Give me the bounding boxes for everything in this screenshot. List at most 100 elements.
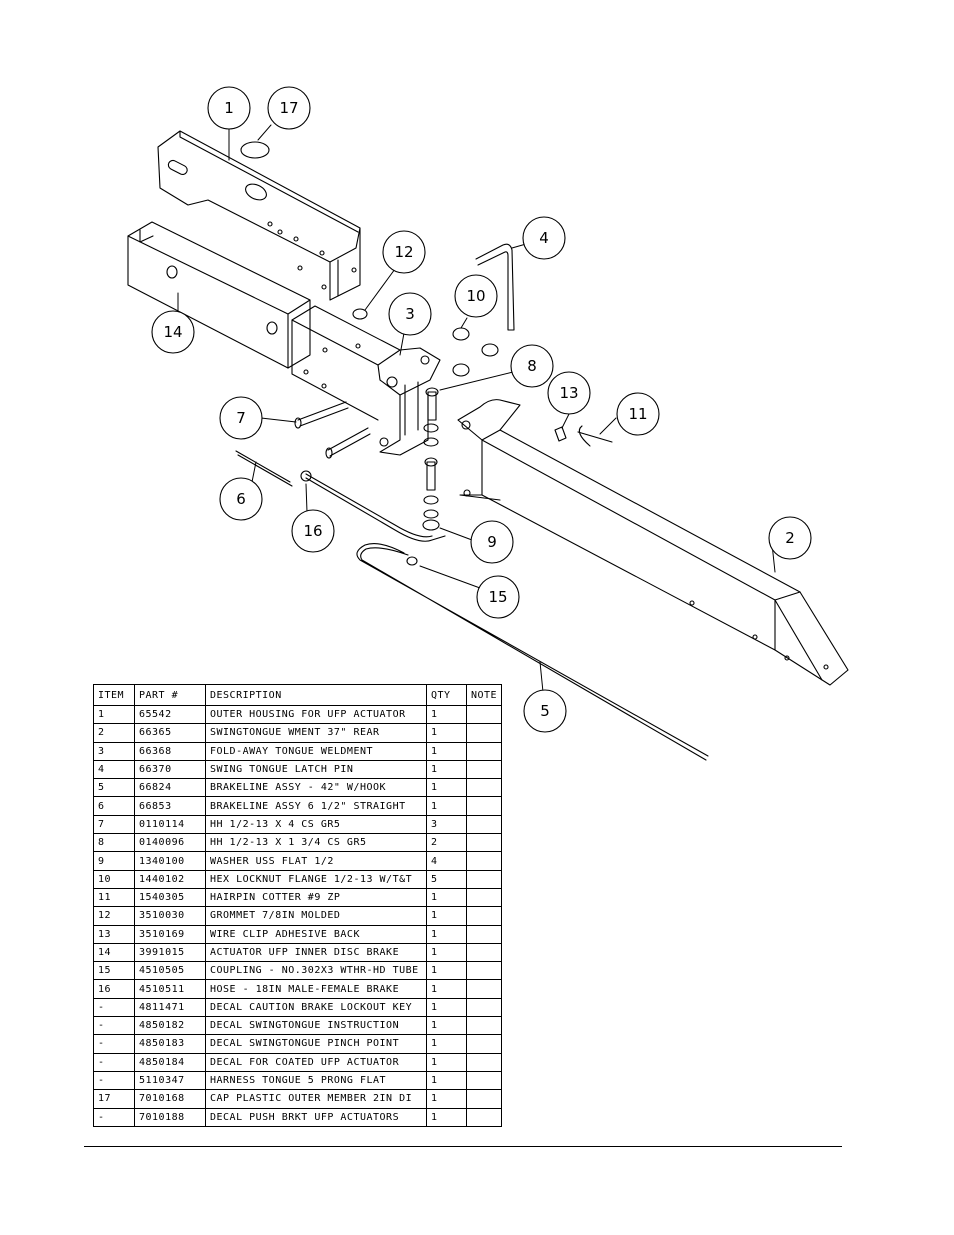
cell-item: 5	[93, 778, 135, 798]
cell-part: 4510511	[134, 979, 206, 999]
header-qty: QTY	[426, 684, 467, 706]
cell-note	[465, 1070, 503, 1091]
cell-note	[465, 1107, 503, 1127]
callout-item-13: 13	[547, 371, 591, 415]
outer-housing-part	[157, 130, 361, 301]
cell-description: CAP PLASTIC OUTER MEMBER 2IN DI	[205, 1089, 427, 1109]
cell-note	[465, 979, 503, 999]
svg-text:6: 6	[236, 490, 246, 508]
cell-note	[465, 997, 503, 1018]
cell-qty: 1	[426, 924, 467, 944]
callout-item-15: 15	[476, 575, 520, 619]
cell-item: -	[93, 1034, 135, 1054]
cell-item: 7	[93, 814, 135, 835]
hairpin-cotter-part	[577, 425, 613, 447]
bolt-washer-stack	[422, 387, 440, 531]
brakeline-with-hook-part	[356, 543, 709, 761]
cell-item: 13	[93, 924, 135, 944]
cell-note	[465, 814, 503, 835]
callout-item-11: 11	[616, 392, 660, 436]
header-part: PART #	[134, 684, 206, 706]
cell-description: ACTUATOR UFP INNER DISC BRAKE	[205, 942, 427, 963]
cell-qty: 1	[426, 741, 467, 761]
svg-text:9: 9	[487, 533, 497, 551]
svg-text:8: 8	[527, 357, 537, 375]
cell-part: 5110347	[134, 1070, 206, 1091]
cell-qty: 1	[426, 1034, 467, 1054]
cell-part: 65542	[134, 704, 206, 725]
svg-text:5: 5	[540, 702, 550, 720]
cell-description: WASHER USS FLAT 1/2	[205, 851, 427, 871]
cell-part: 4850182	[134, 1016, 206, 1036]
cell-description: DECAL SWINGTONGUE PINCH POINT	[205, 1034, 427, 1054]
cell-part: 1440102	[134, 869, 206, 889]
cell-qty: 1	[426, 1016, 467, 1036]
svg-text:4: 4	[539, 229, 549, 247]
cell-item: 17	[93, 1089, 135, 1109]
callout-item-6: 6	[219, 477, 263, 521]
cell-item: 12	[93, 906, 135, 926]
cell-item: 6	[93, 796, 135, 816]
callout-item-17: 17	[267, 86, 311, 130]
cell-note	[465, 1016, 503, 1036]
cell-item: 4	[93, 759, 135, 780]
svg-text:17: 17	[279, 99, 298, 117]
cell-qty: 1	[426, 796, 467, 816]
cell-qty: 1	[426, 979, 467, 999]
cell-note	[465, 869, 503, 889]
straight-brakeline-part	[235, 450, 293, 487]
cell-item: 14	[93, 942, 135, 963]
cell-note	[465, 887, 503, 908]
cell-part: 66365	[134, 723, 206, 743]
cell-item: 11	[93, 887, 135, 908]
cell-note	[465, 1089, 503, 1109]
cell-description: FOLD-AWAY TONGUE WELDMENT	[205, 741, 427, 761]
cell-note	[465, 1052, 503, 1072]
cell-qty: 1	[426, 887, 467, 908]
cell-description: GROMMET 7/8IN MOLDED	[205, 906, 427, 926]
callout-item-8: 8	[510, 344, 554, 388]
svg-text:14: 14	[163, 323, 182, 341]
cell-item: 10	[93, 869, 135, 889]
cell-description: DECAL CAUTION BRAKE LOCKOUT KEY	[205, 997, 427, 1018]
cell-description: COUPLING - NO.302X3 WTHR-HD TUBE	[205, 961, 427, 981]
table-header-row: ITEM PART # DESCRIPTION QTY NOTE	[93, 684, 503, 706]
cell-description: WIRE CLIP ADHESIVE BACK	[205, 924, 427, 944]
svg-text:3: 3	[405, 305, 415, 323]
cell-part: 0110114	[134, 814, 206, 835]
cell-description: HEX LOCKNUT FLANGE 1/2-13 W/T&T	[205, 869, 427, 889]
fold-away-tongue-part	[291, 305, 441, 456]
header-item: ITEM	[93, 684, 135, 706]
svg-text:10: 10	[466, 287, 485, 305]
cell-item: 3	[93, 741, 135, 761]
callout-item-2: 2	[768, 516, 812, 560]
swingtongue-rear-part	[457, 399, 849, 686]
cell-item: 16	[93, 979, 135, 999]
callout-item-4: 4	[522, 216, 566, 260]
cell-qty: 1	[426, 906, 467, 926]
callout-item-12: 12	[382, 230, 426, 274]
cell-qty: 1	[426, 759, 467, 780]
latch-pin-part	[475, 243, 515, 331]
hex-locknut-parts	[452, 327, 499, 377]
cell-item: -	[93, 1107, 135, 1127]
cell-part: 4850184	[134, 1052, 206, 1072]
cell-item: 15	[93, 961, 135, 981]
cell-note	[465, 704, 503, 725]
cell-part: 66368	[134, 741, 206, 761]
brake-hose-part	[305, 473, 446, 542]
cell-note	[465, 741, 503, 761]
cell-note	[465, 759, 503, 780]
svg-text:15: 15	[488, 588, 507, 606]
